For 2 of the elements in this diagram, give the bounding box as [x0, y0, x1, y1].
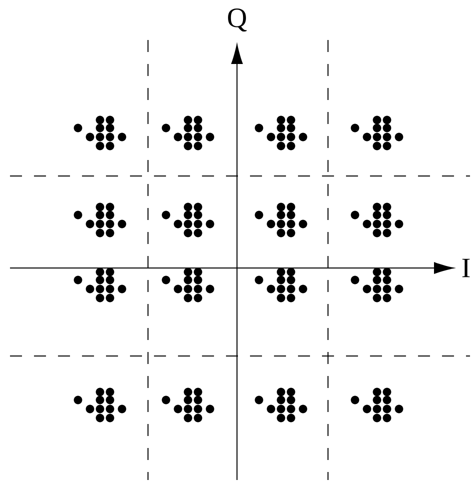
axis-label: I	[462, 258, 470, 278]
axis-label: Q	[228, 8, 247, 32]
